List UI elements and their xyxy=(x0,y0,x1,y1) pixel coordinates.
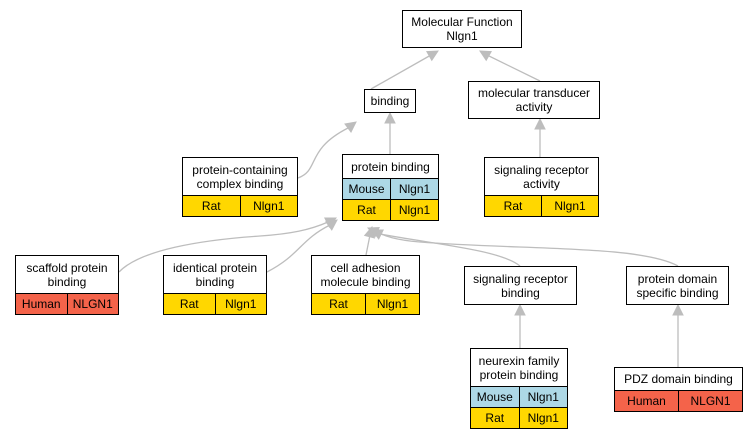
annotation-row: Rat Nlgn1 xyxy=(312,293,419,314)
edge-camb-to-pb xyxy=(365,234,371,256)
annotation-row: Human NLGN1 xyxy=(615,390,742,411)
gene-cell: Nlgn1 xyxy=(518,387,568,407)
node-signaling-receptor-activity[interactable]: signaling receptor activity Rat Nlgn1 xyxy=(484,157,599,217)
node-identical-protein-binding[interactable]: identical protein binding Rat Nlgn1 xyxy=(163,255,267,315)
node-label: protein binding xyxy=(351,159,430,174)
species-cell: Rat xyxy=(179,297,199,311)
node-label: molecular transducer activity xyxy=(477,86,591,114)
node-label: cell adhesion molecule binding xyxy=(320,260,411,289)
node-label: scaffold protein binding xyxy=(26,260,108,289)
annotation-row: Mouse Nlgn1 xyxy=(343,178,438,199)
annotation-row: Human NLGN1 xyxy=(16,293,118,314)
edge-mta-to-mf xyxy=(486,54,541,82)
edge-pdsb-to-pb-arrowhead xyxy=(366,226,380,238)
node-label: protein domain specific binding xyxy=(636,271,719,300)
gene-cell: Nlgn1 xyxy=(390,200,438,220)
node-label: identical protein binding xyxy=(172,260,258,289)
annotation-row: Rat Nlgn1 xyxy=(343,199,438,220)
node-label: signaling receptor binding xyxy=(473,271,568,300)
gene-cell: Nlgn1 xyxy=(239,196,298,216)
species-cell: Human xyxy=(21,297,61,311)
edge-pdsb-to-pb xyxy=(376,231,679,267)
node-cell-adhesion-molecule-binding[interactable]: cell adhesion molecule binding Rat Nlgn1 xyxy=(311,255,420,315)
annotation-row: Rat Nlgn1 xyxy=(183,195,297,216)
node-signaling-receptor-binding[interactable]: signaling receptor binding xyxy=(464,266,577,305)
edge-binding-to-mf-arrowhead xyxy=(426,50,439,62)
gene-cell: Nlgn1 xyxy=(541,196,598,216)
edge-binding-to-mf xyxy=(370,54,432,90)
species-cell: Human xyxy=(627,394,666,408)
edge-pcb-to-binding xyxy=(297,127,349,179)
annotation-row: Rat Nlgn1 xyxy=(471,407,567,428)
node-label: neurexin family protein binding xyxy=(478,353,560,382)
edge-sra-to-mta-arrowhead xyxy=(534,117,546,130)
gene-cell: NLGN1 xyxy=(66,294,119,314)
edge-ipb-to-pb-arrowhead xyxy=(325,219,338,231)
node-binding[interactable]: binding xyxy=(364,89,416,113)
node-label: protein-containing complex binding xyxy=(192,162,288,191)
gene-cell: Nlgn1 xyxy=(518,408,568,428)
species-cell: Rat xyxy=(485,411,505,425)
node-protein-binding[interactable]: protein binding Mouse Nlgn1 Rat Nlgn1 xyxy=(342,154,439,221)
annotation-row: Rat Nlgn1 xyxy=(485,195,598,216)
edge-pcb-to-binding-arrowhead xyxy=(344,121,357,133)
node-label: Molecular Function Nlgn1 xyxy=(411,15,513,43)
node-label: binding xyxy=(370,94,410,108)
node-label: signaling receptor activity xyxy=(494,162,589,191)
species-cell: Rat xyxy=(201,199,221,213)
species-cell: Rat xyxy=(329,297,348,311)
node-neurexin-family-protein-binding[interactable]: neurexin family protein binding Mouse Nl… xyxy=(470,348,568,429)
edge-ipb-to-pb xyxy=(266,224,331,273)
gene-cell: Nlgn1 xyxy=(365,294,419,314)
gene-cell: NLGN1 xyxy=(678,391,742,411)
annotation-row: Rat Nlgn1 xyxy=(164,293,266,314)
node-protein-containing-complex-binding[interactable]: protein-containing complex binding Rat N… xyxy=(182,157,298,217)
species-cell: Mouse xyxy=(348,182,385,196)
node-molecular-transducer-activity[interactable]: molecular transducer activity xyxy=(468,81,600,119)
node-scaffold-protein-binding[interactable]: scaffold protein binding Human NLGN1 xyxy=(15,255,119,315)
gene-cell: Nlgn1 xyxy=(214,294,267,314)
edge-nfpb-to-srb-arrowhead xyxy=(514,303,526,316)
species-cell: Rat xyxy=(503,199,523,213)
gene-cell: Nlgn1 xyxy=(390,179,438,199)
annotation-row: Mouse Nlgn1 xyxy=(471,386,567,407)
node-pdz-domain-binding[interactable]: PDZ domain binding Human NLGN1 xyxy=(614,367,743,412)
node-protein-domain-specific-binding[interactable]: protein domain specific binding xyxy=(626,266,729,305)
edge-spb-to-pb xyxy=(118,221,329,273)
node-label: PDZ domain binding xyxy=(624,372,733,386)
node-molecular-function[interactable]: Molecular Function Nlgn1 xyxy=(402,10,522,48)
edge-pdz-to-pdsb-arrowhead xyxy=(672,303,684,316)
species-cell: Mouse xyxy=(476,390,513,404)
edge-pb-to-binding-arrowhead xyxy=(384,111,396,124)
edge-srb-to-pb xyxy=(379,233,521,267)
species-cell: Rat xyxy=(357,203,376,217)
edge-mta-to-mf-arrowhead xyxy=(479,50,492,62)
